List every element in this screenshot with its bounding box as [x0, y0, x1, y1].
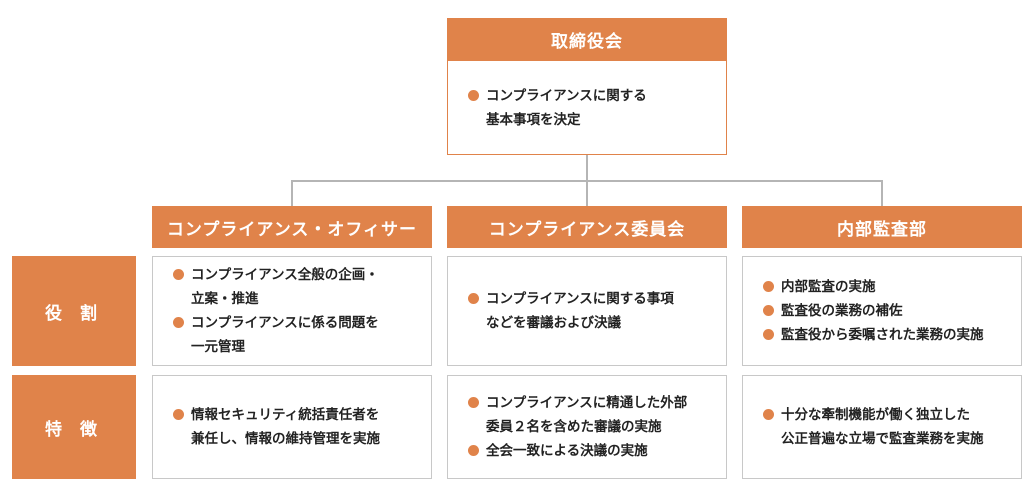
- connector-col2: [586, 180, 588, 206]
- cell-role-compliance-committee: コンプライアンスに関する事項 などを審議および決議: [447, 256, 727, 366]
- board-header: 取締役会: [447, 18, 727, 61]
- list-item: コンプライアンスに係る問題を 一元管理: [173, 311, 379, 359]
- list-item: コンプライアンスに精通した外部 委員２名を含めた審議の実施: [468, 391, 687, 439]
- bullet-icon: [763, 409, 774, 420]
- bullet-icon: [763, 329, 774, 340]
- column-header-compliance-committee: コンプライアンス委員会: [447, 206, 727, 248]
- board-title: 取締役会: [551, 32, 623, 52]
- list-item: コンプライアンスに関する 基本事項を決定: [468, 84, 647, 132]
- bullet-icon: [173, 409, 184, 420]
- cell-role-compliance-officer: コンプライアンス全般の企画・ 立案・推進 コンプライアンスに係る問題を 一元管理: [152, 256, 432, 366]
- connector-col1: [291, 180, 293, 206]
- list-item: 監査役の業務の補佐: [763, 299, 984, 323]
- bullet-icon: [173, 317, 184, 328]
- connector-board-down: [586, 154, 588, 181]
- cell-feature-compliance-officer: 情報セキュリティ統括責任者を 兼任し、情報の維持管理を実施: [152, 375, 432, 479]
- row-label-role: 役 割: [12, 256, 136, 366]
- row-label-feature: 特 徴: [12, 375, 136, 479]
- list-item: コンプライアンス全般の企画・ 立案・推進: [173, 263, 379, 311]
- bullet-icon: [468, 397, 479, 408]
- list-item: 全会一致による決議の実施: [468, 439, 687, 463]
- bullet-icon: [763, 281, 774, 292]
- list-item: 監査役から委嘱された業務の実施: [763, 323, 984, 347]
- bullet-icon: [173, 269, 184, 280]
- list-item: コンプライアンスに関する事項 などを審議および決議: [468, 287, 674, 335]
- column-header-internal-audit: 内部監査部: [742, 206, 1022, 248]
- cell-role-internal-audit: 内部監査の実施 監査役の業務の補佐 監査役から委嘱された業務の実施: [742, 256, 1022, 366]
- cell-feature-compliance-committee: コンプライアンスに精通した外部 委員２名を含めた審議の実施 全会一致による決議の…: [447, 375, 727, 479]
- column-header-compliance-officer: コンプライアンス・オフィサー: [152, 206, 432, 248]
- connector-col3: [881, 180, 883, 206]
- bullet-icon: [468, 293, 479, 304]
- cell-feature-internal-audit: 十分な牽制機能が働く独立した 公正普遍な立場で監査業務を実施: [742, 375, 1022, 479]
- list-item: 情報セキュリティ統括責任者を 兼任し、情報の維持管理を実施: [173, 403, 380, 451]
- list-item: 内部監査の実施: [763, 275, 984, 299]
- bullet-icon: [763, 305, 774, 316]
- bullet-icon: [468, 445, 479, 456]
- list-item: 十分な牽制機能が働く独立した 公正普遍な立場で監査業務を実施: [763, 403, 984, 451]
- board-panel: コンプライアンスに関する 基本事項を決定: [447, 61, 727, 155]
- board-items: コンプライアンスに関する 基本事項を決定: [448, 84, 647, 132]
- bullet-icon: [468, 89, 479, 101]
